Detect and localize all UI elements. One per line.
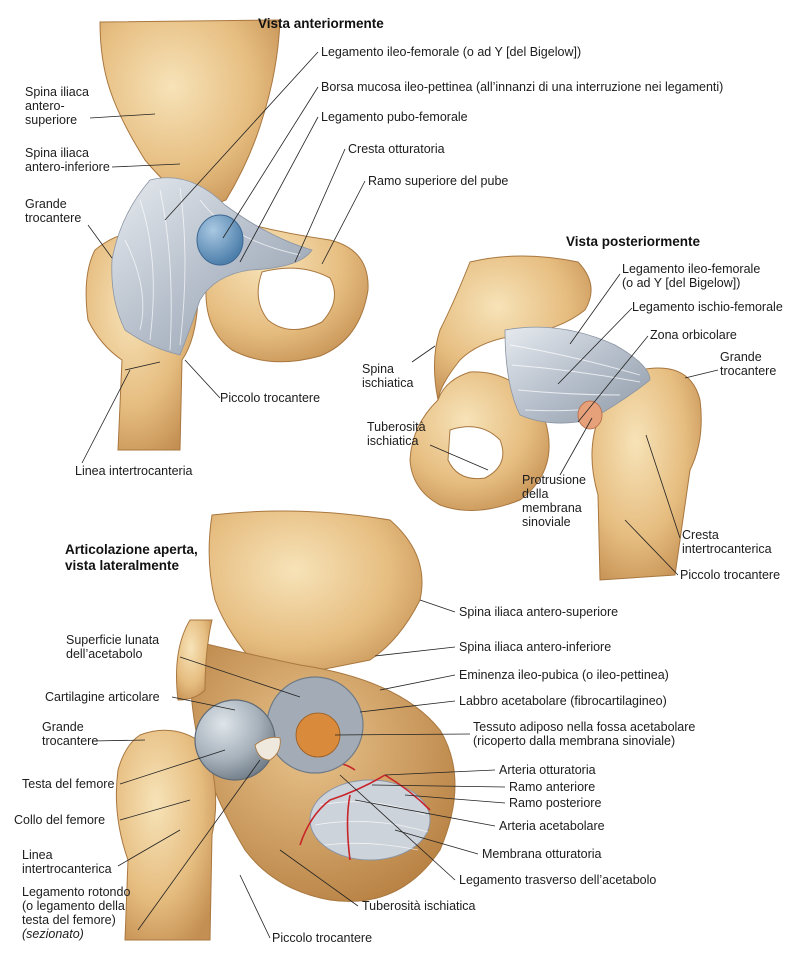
lateral-sacral-edge <box>176 619 213 701</box>
posterior-synovial-protrusion <box>577 400 603 430</box>
lateral-acetabular-fossa <box>295 712 341 758</box>
label-posterior-lig-ischiofemorale: Legamento ischio-femorale <box>632 300 783 314</box>
label-anterior-borsa: Borsa mucosa ileo-pettinea (all’innanzi … <box>321 80 724 94</box>
label-anterior-lig-ileofemorale: Legamento ileo-femorale (o ad Y [del Big… <box>321 45 582 59</box>
lateral-round-ligament <box>254 736 281 761</box>
lateral-arteries <box>299 762 431 861</box>
posterior-ischium <box>409 371 550 511</box>
label-lateral-sezionato: (sezionato) <box>22 927 84 941</box>
label-lateral-lig-rotondo: Legamento rotondo (o legamento della tes… <box>22 885 131 927</box>
label-posterior-zona-orbicolare: Zona orbicolare <box>650 328 737 342</box>
label-lateral-collo-femore: Collo del femore <box>14 813 106 827</box>
anterior-bursa <box>196 214 244 266</box>
heading-lateral-line1: Articolazione aperta, <box>65 542 198 557</box>
heading-anterior: Vista anteriormente <box>258 16 384 31</box>
label-anterior-cresta-otturatoria: Cresta otturatoria <box>348 142 445 156</box>
label-lateral-arteria-otturatoria: Arteria otturatoria <box>499 763 596 777</box>
label-posterior-lig-ileofemorale: Legamento ileo-femorale (o ad Y [del Big… <box>622 262 761 290</box>
label-posterior-spina-ischiatica: Spina ischiatica <box>362 362 414 390</box>
label-anterior-grande-trocantere: Grande trocantere <box>25 197 82 225</box>
label-anterior-spina-ant-inf: Spina iliaca antero-inferiore <box>25 146 110 174</box>
label-lateral-arteria-acetabolare: Arteria acetabolare <box>499 819 605 833</box>
lateral-femur <box>115 729 217 941</box>
lateral-obturator-membrane <box>309 779 431 861</box>
label-lateral-spina-ant-sup: Spina iliaca antero-superiore <box>459 605 619 619</box>
label-lateral-tessuto-adiposo: Tessuto adiposo nella fossa acetabolare … <box>473 720 696 748</box>
heading-lateral-line2: vista lateralmente <box>65 558 180 573</box>
label-anterior-ramo-sup-pube: Ramo superiore del pube <box>368 174 509 188</box>
lateral-view-drawing <box>115 510 456 941</box>
label-lateral-testa-femore: Testa del femore <box>22 777 115 791</box>
anterior-view-drawing <box>85 19 369 451</box>
label-lateral-lig-trasverso: Legamento trasverso dell’acetabolo <box>459 873 657 887</box>
lateral-ilium <box>208 510 423 681</box>
label-lateral-grande-trocantere: Grande trocantere <box>42 720 99 748</box>
label-anterior-piccolo-trocantere: Piccolo trocantere <box>220 391 321 405</box>
anterior-ligaments <box>111 177 313 356</box>
label-lateral-piccolo-trocantere: Piccolo trocantere <box>272 931 373 945</box>
label-lateral-labbro: Labbro acetabolare (fibrocartilagineo) <box>459 694 667 708</box>
label-lateral-spina-ant-inf: Spina iliaca antero-inferiore <box>459 640 612 654</box>
label-lateral-ramo-anteriore: Ramo anteriore <box>509 780 596 794</box>
label-posterior-grande-trocantere: Grande trocantere <box>720 350 777 378</box>
label-posterior-protrusione: Protrusione della membrana sinoviale <box>522 473 586 529</box>
posterior-ilium <box>433 255 592 401</box>
label-posterior-tuberosita: Tuberosità ischiatica <box>367 420 426 448</box>
label-lateral-ramo-posteriore: Ramo posteriore <box>509 796 602 810</box>
label-lateral-cartilagine: Cartilagine articolare <box>45 690 160 704</box>
label-lateral-membrana-otturatoria: Membrana otturatoria <box>482 847 602 861</box>
label-anterior-spina-ant-sup: Spina iliaca antero- superiore <box>25 85 89 127</box>
label-anterior-linea-intertroc: Linea intertrocanteria <box>75 464 193 478</box>
label-lateral-superficie-lunata: Superficie lunata dell’acetabolo <box>66 633 160 661</box>
heading-posterior: Vista posteriormente <box>566 234 701 249</box>
leader-lines <box>81 51 719 939</box>
label-anterior-lig-pubofemorale: Legamento pubo-femorale <box>321 110 468 124</box>
label-posterior-cresta-intertroc: Cresta intertrocanterica <box>682 528 772 556</box>
label-lateral-eminenza: Eminenza ileo-pubica (o ileo-pettinea) <box>459 668 669 682</box>
posterior-view-drawing <box>409 255 702 581</box>
label-posterior-piccolo-trocantere: Piccolo trocantere <box>680 568 781 582</box>
label-lateral-tuberosita: Tuberosità ischiatica <box>362 899 476 913</box>
label-lateral-linea-intertroc: Linea intertrocanterica <box>22 848 112 876</box>
